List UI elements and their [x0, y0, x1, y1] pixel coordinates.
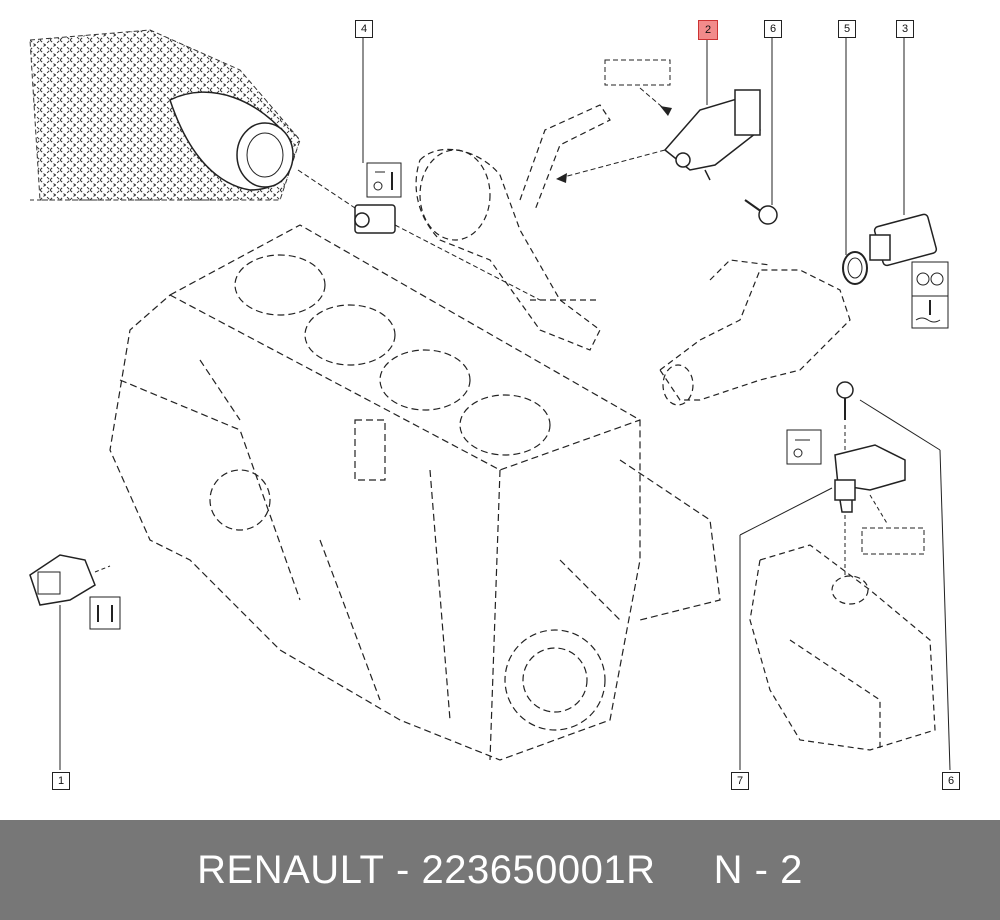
part-number: 223650001R	[421, 847, 656, 892]
throttle-manifold-drawing	[749, 544, 936, 751]
footer-gap	[656, 848, 714, 893]
callout-1: 1	[52, 772, 70, 790]
callout-4: 4	[355, 20, 373, 38]
leader-lines	[362, 36, 905, 255]
callout-7: 7	[731, 772, 749, 790]
parts-diagram	[29, 29, 951, 771]
coolant-hose-drawing	[415, 104, 611, 351]
footer-bar: RENAULT - 223650001R N - 2	[0, 820, 1000, 920]
callout-6-top: 6	[764, 20, 782, 38]
intake-manifold-drawing	[29, 29, 301, 201]
diagram-reference: N - 2	[713, 847, 803, 892]
brand-name: RENAULT	[197, 847, 385, 892]
part-4-sensor-drawing	[297, 162, 541, 301]
temperature-icon	[911, 261, 949, 329]
callout-6-bottom: 6	[942, 772, 960, 790]
part-7-sensor-drawing	[739, 381, 951, 771]
callout-3: 3	[896, 20, 914, 38]
footer-separator: -	[384, 847, 422, 892]
part-1-sensor-drawing	[29, 554, 121, 770]
part-3-sensor-drawing	[842, 213, 938, 285]
callout-5: 5	[838, 20, 856, 38]
water-outlet-drawing	[659, 259, 851, 406]
engine-block-drawing	[109, 224, 721, 761]
callout-2-highlighted: 2	[698, 20, 718, 40]
part-2-sensor-drawing	[556, 59, 778, 225]
